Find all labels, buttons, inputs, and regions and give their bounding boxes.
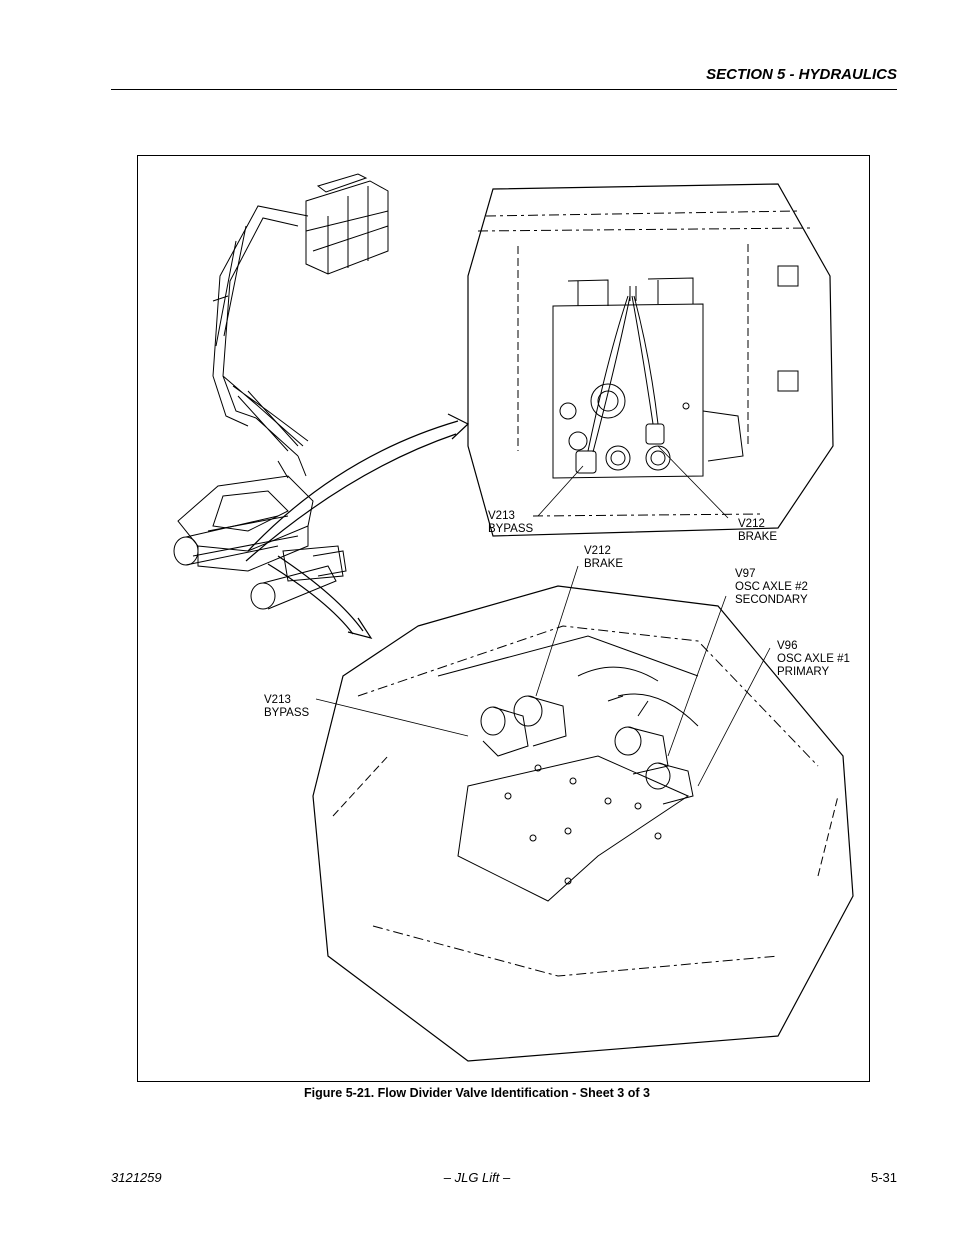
top-valve-detail bbox=[467, 183, 834, 537]
machine-illustration bbox=[173, 173, 389, 610]
bottom-valve-detail bbox=[312, 565, 854, 1062]
callout-top-v213-bypass: V213 BYPASS bbox=[488, 510, 534, 535]
arrow-to-top-view bbox=[247, 420, 459, 552]
figure-frame: V213 BYPASS V212 BRAKE V212 BRAKE V97 OS… bbox=[137, 155, 870, 1082]
callout-v97-osc-axle-2: V97 OSC AXLE #2 SECONDARY bbox=[735, 568, 808, 606]
callout-top-v212-brake: V212 BRAKE bbox=[738, 518, 777, 543]
footer-doc-number: 3121259 bbox=[111, 1170, 162, 1185]
callout-bottom-v213-bypass: V213 BYPASS bbox=[264, 694, 310, 719]
callout-v96-osc-axle-1: V96 OSC AXLE #1 PRIMARY bbox=[777, 640, 850, 678]
footer-page-number: 5-31 bbox=[870, 1170, 897, 1185]
figure-caption: Figure 5-21. Flow Divider Valve Identifi… bbox=[304, 1086, 650, 1100]
header-rule bbox=[111, 89, 897, 90]
arrow-to-bottom-view bbox=[277, 555, 364, 632]
section-title: SECTION 5 - HYDRAULICS bbox=[706, 66, 897, 83]
footer-publisher: – JLG Lift – bbox=[443, 1170, 511, 1185]
callout-mid-v212-brake: V212 BRAKE bbox=[584, 545, 623, 570]
hydraulic-diagram bbox=[173, 173, 854, 1062]
